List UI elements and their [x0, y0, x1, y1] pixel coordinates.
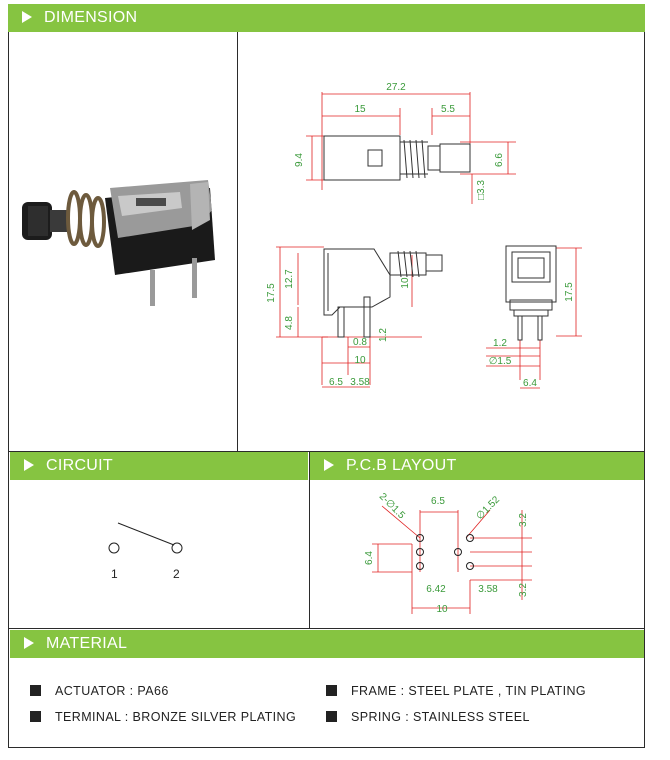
- dim-6-6: 6.6: [494, 153, 505, 167]
- bullet-square-icon: [326, 685, 337, 696]
- circuit-diagram: [108, 522, 183, 554]
- pin-2-label: 2: [173, 567, 180, 581]
- material-frame: FRAME : STEEL PLATE , TIN PLATING: [326, 684, 586, 698]
- pcb-layout-drawing: 2-∅1.5 6.5 ∅1.52 3.2 6.4 6.42 3.58 3.2 1…: [364, 491, 532, 615]
- pcb-title: P.C.B LAYOUT: [346, 457, 457, 474]
- dim-side-4-8: 4.8: [284, 316, 295, 330]
- bullet-square-icon: [326, 711, 337, 722]
- pcb-header: P.C.B LAYOUT: [310, 452, 644, 480]
- dim-square-3-3: □3.3: [476, 180, 487, 200]
- material-terminal: TERMINAL : BRONZE SILVER PLATING: [30, 710, 296, 724]
- pin-1-label: 1: [111, 567, 118, 581]
- dim-pcb-3-2a: 3.2: [518, 513, 529, 527]
- triangle-icon: [24, 459, 34, 471]
- product-photo: [22, 180, 215, 306]
- material-spring: SPRING : STAINLESS STEEL: [326, 710, 530, 724]
- dim-pcb-10: 10: [436, 604, 448, 615]
- dim-pcb-dia-1-52: ∅1.52: [474, 494, 502, 522]
- divider: [309, 452, 310, 628]
- dimension-header: DIMENSION: [8, 4, 645, 32]
- dim-side-1-2: 1.2: [378, 328, 389, 342]
- divider: [8, 628, 645, 629]
- dim-9-4: 9.4: [294, 153, 305, 167]
- triangle-icon: [24, 637, 34, 649]
- dim-15: 15: [354, 104, 366, 115]
- dim-side-17-5: 17.5: [266, 283, 277, 303]
- material-actuator: ACTUATOR : PA66: [30, 684, 169, 698]
- dimension-title: DIMENSION: [44, 9, 138, 26]
- top-view-drawing: 27.2 15 5.5 9.4 6.6 □3.3: [294, 82, 516, 204]
- dim-pcb-3-2b: 3.2: [518, 583, 529, 597]
- dim-5-5: 5.5: [441, 104, 455, 115]
- dim-side-10b: 10: [354, 355, 366, 366]
- dim-pcb-6-5: 6.5: [431, 496, 445, 507]
- material-title: MATERIAL: [46, 635, 128, 652]
- dim-side-3-58: 3.58: [350, 377, 370, 388]
- dim-pcb-6-4: 6.4: [364, 551, 375, 565]
- dim-end-6-4: 6.4: [523, 378, 537, 389]
- side-view-drawing: 17.5 12.7 4.8 10 1.2 0.8 10 6.5 3.58: [266, 246, 443, 388]
- divider: [237, 32, 238, 451]
- dim-side-6-5: 6.5: [329, 377, 343, 388]
- circuit-header: CIRCUIT: [10, 452, 308, 480]
- circuit-title: CIRCUIT: [46, 457, 113, 474]
- dim-pcb-3-58: 3.58: [478, 584, 498, 595]
- end-view-drawing: 17.5 1.2 ∅1.5 6.4: [486, 245, 582, 389]
- dim-end-dia-1-5: ∅1.5: [489, 356, 512, 367]
- divider: [8, 451, 645, 452]
- dim-side-0-8: 0.8: [353, 337, 367, 348]
- dim-side-12-7: 12.7: [284, 269, 295, 289]
- dim-27-2: 27.2: [386, 82, 406, 93]
- dim-end-1-2: 1.2: [493, 338, 507, 349]
- bullet-square-icon: [30, 711, 41, 722]
- bullet-square-icon: [30, 685, 41, 696]
- dim-pcb-2-dia-1-5: 2-∅1.5: [377, 491, 407, 521]
- dim-end-17-5: 17.5: [564, 282, 575, 302]
- material-header: MATERIAL: [10, 630, 644, 658]
- dim-side-10: 10: [400, 277, 411, 289]
- triangle-icon: [22, 11, 32, 23]
- triangle-icon: [324, 459, 334, 471]
- dim-pcb-6-42: 6.42: [426, 584, 446, 595]
